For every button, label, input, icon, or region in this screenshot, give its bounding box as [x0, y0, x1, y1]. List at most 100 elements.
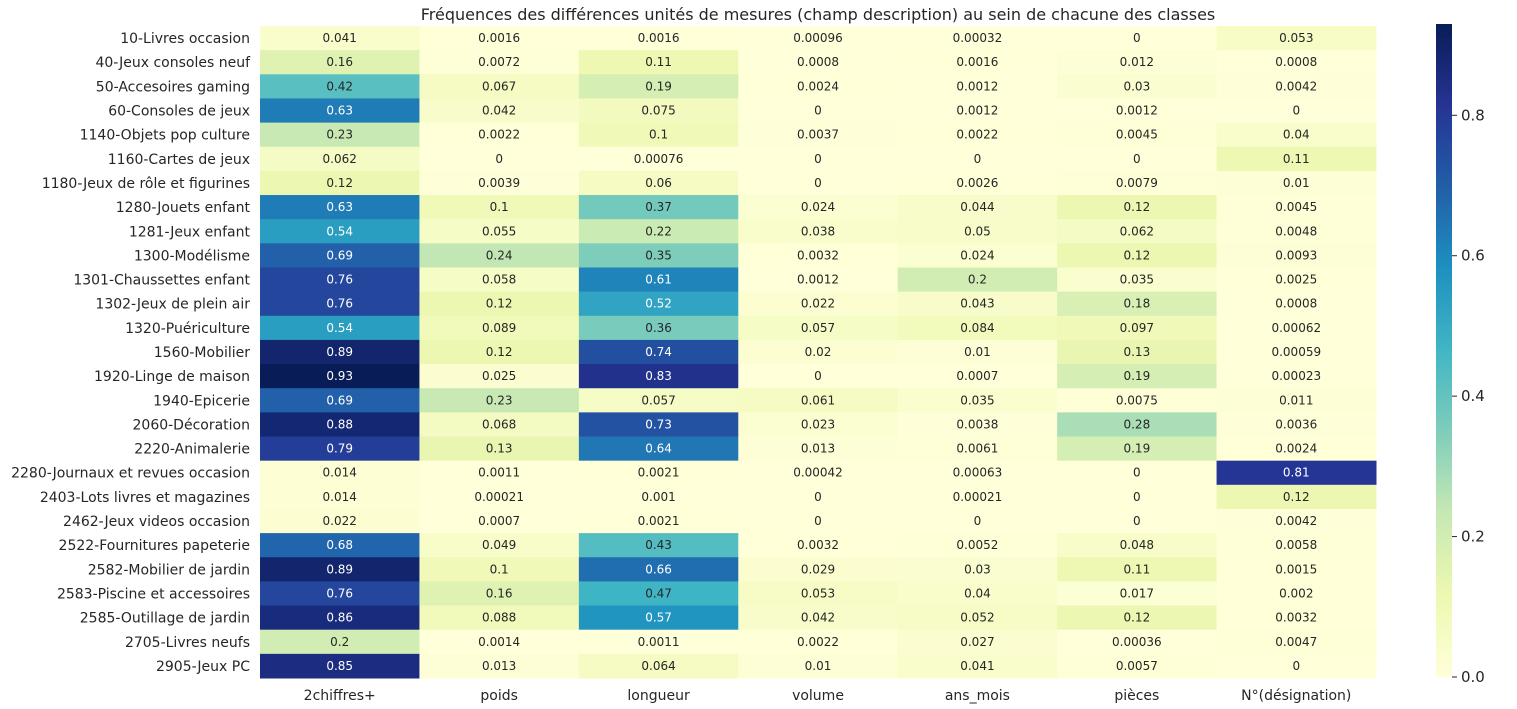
- cell-value-label: 0.0038: [956, 417, 998, 431]
- cell-value-label: 0.058: [482, 273, 516, 287]
- cell-value-label: 0: [1292, 104, 1300, 118]
- cell-value-label: 0.63: [326, 200, 353, 214]
- heatmap-cell: [738, 74, 899, 99]
- cell-value-label: 0.73: [645, 417, 672, 431]
- heatmap-cell: [897, 508, 1058, 534]
- row-label: 2705-Livres neufs: [125, 635, 250, 651]
- heatmap-cell: [419, 364, 580, 389]
- cell-value-label: 0.014: [323, 490, 357, 504]
- cell-value-label: 0.013: [482, 659, 516, 673]
- colorbar-gradient: [1436, 24, 1452, 677]
- row-label: 1940-Epicerie: [153, 393, 250, 409]
- cell-value-label: 0.02: [805, 345, 832, 359]
- heatmap-cell: [738, 146, 899, 172]
- cell-value-label: 0.28: [1123, 417, 1150, 431]
- cell-value-label: 0.088: [482, 611, 516, 625]
- cell-value-label: 0.36: [645, 321, 672, 335]
- cell-value-label: 0: [814, 152, 822, 166]
- heatmap-cell: [1216, 122, 1377, 148]
- heatmap-cell: [1216, 508, 1377, 534]
- cell-value-label: 0.027: [960, 635, 994, 649]
- heatmap-cell: [1216, 581, 1377, 607]
- heatmap-cell: [1057, 388, 1218, 413]
- cell-value-label: 0.79: [326, 442, 353, 456]
- heatmap-cell: [419, 557, 580, 582]
- cell-value-label: 0.022: [323, 514, 357, 528]
- heatmap-cell: [578, 219, 739, 244]
- cell-value-label: 0.0061: [956, 442, 998, 456]
- heatmap-cell: [260, 364, 420, 389]
- cell-value-label: 0.0048: [1275, 224, 1317, 238]
- heatmap-cell: [260, 412, 420, 438]
- heatmap-cell: [897, 26, 1058, 51]
- cell-value-label: 0.0032: [797, 538, 839, 552]
- heatmap-cell: [260, 629, 420, 655]
- cell-value-label: 0.0008: [1275, 55, 1317, 69]
- row-label: 1180-Jeux de rôle et figurines: [42, 176, 250, 192]
- cell-value-label: 0.024: [801, 200, 835, 214]
- cell-value-label: 0.041: [960, 659, 994, 673]
- cell-value-label: 0.0012: [956, 79, 998, 93]
- heatmap-cell: [260, 122, 420, 148]
- cell-value-label: 0: [814, 369, 822, 383]
- cell-value-label: 0.042: [482, 104, 516, 118]
- cell-value-label: 0.0022: [478, 128, 520, 142]
- heatmap-cell: [1057, 170, 1218, 196]
- cell-value-label: 0: [1133, 490, 1141, 504]
- heatmap-cell: [260, 653, 420, 679]
- cell-value-label: 0.023: [801, 417, 835, 431]
- cell-value-label: 0.017: [1120, 586, 1154, 600]
- cell-value-label: 0.69: [326, 248, 353, 262]
- heatmap-cell: [738, 26, 899, 51]
- cell-value-label: 0.057: [641, 393, 675, 407]
- cell-value-label: 0.57: [645, 611, 672, 625]
- heatmap-cell: [578, 267, 739, 293]
- cell-value-label: 0.00021: [953, 490, 1003, 504]
- cell-value-label: 0.23: [486, 393, 513, 407]
- chart-title: Fréquences des différences unités de mes…: [421, 5, 1216, 24]
- cell-value-label: 0.0052: [956, 538, 998, 552]
- cell-value-label: 0.03: [1123, 79, 1150, 93]
- heatmap-cell: [578, 315, 739, 341]
- cell-value-label: 0.74: [645, 345, 672, 359]
- colorbar-tick-label: 0.2: [1461, 528, 1485, 546]
- colorbar: 0.00.20.40.60.8: [1436, 24, 1485, 686]
- cell-value-label: 0: [495, 152, 503, 166]
- cell-value-label: 0.00021: [474, 490, 524, 504]
- heatmap-cell: [1057, 243, 1218, 268]
- cell-value-label: 0: [1292, 659, 1300, 673]
- heatmap-cell: [1057, 339, 1218, 365]
- heatmap-cell: [260, 195, 420, 220]
- heatmap-cell: [260, 267, 420, 293]
- row-label: 60-Consoles de jeux: [108, 104, 250, 120]
- heatmap-cell: [738, 364, 899, 389]
- heatmap-cell: [1057, 146, 1218, 172]
- cell-value-label: 0.068: [482, 417, 516, 431]
- cell-value-label: 0.19: [1123, 369, 1150, 383]
- heatmap-cell: [260, 581, 420, 607]
- heatmap-cell: [260, 243, 420, 268]
- heatmap-cell: [897, 557, 1058, 582]
- heatmap-cell: [897, 629, 1058, 655]
- heatmap-cell: [419, 581, 580, 607]
- heatmap-cell: [1057, 122, 1218, 148]
- cell-value-label: 0.83: [645, 369, 672, 383]
- heatmap-cell: [1057, 557, 1218, 582]
- heatmap-cell: [1057, 460, 1218, 486]
- heatmap-cell: [1216, 291, 1377, 317]
- heatmap-cell: [738, 243, 899, 268]
- heatmap-cell: [1216, 50, 1377, 75]
- cell-value-label: 0.54: [326, 321, 353, 335]
- cell-value-label: 0.0045: [1275, 200, 1317, 214]
- heatmap-cell: [1216, 170, 1377, 196]
- heatmap-cell: [419, 460, 580, 486]
- heatmap-cell: [260, 315, 420, 341]
- cell-value-label: 0.064: [641, 659, 675, 673]
- cell-value-label: 0: [814, 104, 822, 118]
- heatmap-cell: [419, 412, 580, 438]
- cell-value-label: 0.63: [326, 104, 353, 118]
- cell-value-label: 0.062: [323, 152, 357, 166]
- row-label: 50-Accesoires gaming: [96, 79, 250, 95]
- cell-value-label: 0.0024: [797, 79, 839, 93]
